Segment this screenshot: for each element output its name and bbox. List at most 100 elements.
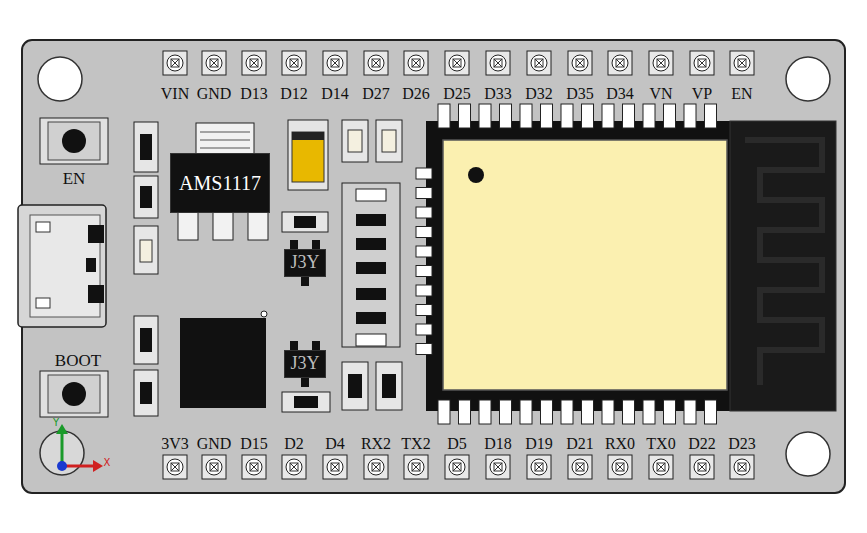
pad-cross <box>250 59 258 67</box>
pad-mark <box>171 59 179 67</box>
pad-hole <box>612 55 628 71</box>
pad-hole <box>408 459 424 475</box>
header-pad <box>568 455 592 479</box>
header-pad <box>445 51 469 75</box>
pad-cross <box>657 59 665 67</box>
pad-mark <box>453 463 461 471</box>
module-pad <box>541 104 553 128</box>
pad-mark <box>250 59 258 67</box>
pad-hole <box>531 55 547 71</box>
header-pad <box>364 455 388 479</box>
module-pad <box>416 266 432 277</box>
module-pad <box>664 104 676 128</box>
pad-square <box>486 455 510 479</box>
pad-square <box>730 455 754 479</box>
pin-label: D34 <box>606 86 634 102</box>
pad-mark <box>698 59 706 67</box>
pad-cross <box>494 59 502 67</box>
transistor-symbol: J3Y <box>284 350 326 378</box>
pad-square <box>445 51 469 75</box>
pad-mark <box>171 463 179 471</box>
header-pad <box>690 455 714 479</box>
pad-hole <box>490 55 506 71</box>
module-pad <box>438 104 450 128</box>
pad-square <box>404 51 428 75</box>
pad-square <box>527 455 551 479</box>
pad-mark <box>494 59 502 67</box>
chip-marking: J3Y <box>290 354 319 374</box>
pad-cross <box>250 463 258 471</box>
pad-hole <box>734 459 750 475</box>
chip-marking: J3Y <box>290 253 319 273</box>
pad-square <box>163 51 187 75</box>
pad-hole <box>572 55 588 71</box>
pad-square <box>568 455 592 479</box>
module-pad <box>602 400 614 424</box>
header-pad <box>323 51 347 75</box>
pin-label: D32 <box>525 86 553 102</box>
pad-mark <box>331 59 339 67</box>
pad-cross <box>576 59 584 67</box>
pad-hole <box>449 459 465 475</box>
header-pad <box>649 455 673 479</box>
pad-cross <box>331 463 339 471</box>
header-pad <box>242 51 266 75</box>
pin-label: VIN <box>161 86 189 102</box>
pad-mark <box>412 463 420 471</box>
pad-mark <box>210 59 218 67</box>
pin-label: D33 <box>484 86 512 102</box>
header-pad <box>242 455 266 479</box>
pad-square <box>323 51 347 75</box>
pin-label: D12 <box>280 86 308 102</box>
module-pad <box>582 104 594 128</box>
pin-label: D19 <box>525 436 553 452</box>
axis-label: Y <box>53 418 59 428</box>
pad-mark <box>535 463 543 471</box>
pad-mark <box>453 59 461 67</box>
pin-label: RX2 <box>361 436 391 452</box>
pin-label: D26 <box>402 86 430 102</box>
module-pad <box>705 104 717 128</box>
pad-square <box>323 455 347 479</box>
pad-mark <box>372 463 380 471</box>
pad-square <box>690 51 714 75</box>
pin-label: EN <box>731 86 752 102</box>
pad-square <box>242 455 266 479</box>
module-pad <box>541 400 553 424</box>
pad-square <box>202 455 226 479</box>
pad-cross <box>290 463 298 471</box>
pad-cross <box>412 59 420 67</box>
module-pad <box>459 400 471 424</box>
header-pad <box>163 51 187 75</box>
header-pad <box>730 455 754 479</box>
pin-label: VN <box>649 86 672 102</box>
pad-mark <box>210 463 218 471</box>
pad-mark <box>535 59 543 67</box>
pad-hole <box>286 55 302 71</box>
pad-mark <box>290 59 298 67</box>
pad-cross <box>331 59 339 67</box>
header-pad <box>690 51 714 75</box>
pad-hole <box>734 55 750 71</box>
pad-square <box>282 455 306 479</box>
pad-square <box>649 455 673 479</box>
pad-cross <box>372 59 380 67</box>
pad-cross <box>738 463 746 471</box>
module-pad <box>416 285 432 296</box>
pad-square <box>163 455 187 479</box>
module-pad <box>416 168 432 179</box>
chip-marking: AMS1117 <box>179 172 261 194</box>
module-pad <box>561 400 573 424</box>
pad-mark <box>738 59 746 67</box>
pin-label: D2 <box>284 436 304 452</box>
pad-mark <box>372 59 380 67</box>
pad-cross <box>210 463 218 471</box>
pad-cross <box>535 463 543 471</box>
pad-hole <box>206 459 222 475</box>
pad-mark <box>616 59 624 67</box>
module-pad <box>664 400 676 424</box>
pin-label: D14 <box>321 86 349 102</box>
module-pad <box>416 324 432 335</box>
pad-cross <box>494 463 502 471</box>
